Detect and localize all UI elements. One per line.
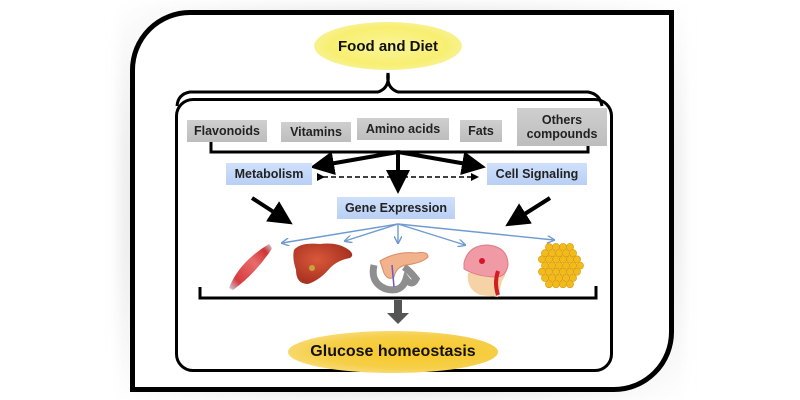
food-and-diet-ellipse: Food and Diet [314, 22, 462, 70]
gene-expression-box: Gene Expression [337, 197, 455, 219]
curly-brace [175, 72, 604, 107]
cell-signaling-box: Cell Signaling [487, 163, 587, 185]
adipose-tissue-icon [538, 243, 584, 289]
glucose-homeostasis-ellipse: Glucose homeostasis [288, 331, 498, 373]
gene-to-organ-arrows [282, 223, 554, 245]
nutrient-vitamins: Vitamins [281, 122, 351, 142]
brain-icon [463, 244, 509, 297]
arrow-metabolism-to-organs [250, 196, 293, 225]
nutrient-flavonoids: Flavonoids [187, 120, 267, 142]
liver-icon [293, 243, 353, 284]
down-arrow-to-glucose [387, 300, 409, 324]
arrow-signaling-to-organs [505, 196, 552, 227]
nutrient-amino-acids: Amino acids [357, 118, 449, 140]
muscle-icon [229, 244, 272, 290]
arrow-to-metabolism [310, 150, 399, 176]
metabolism-box: Metabolism [226, 163, 312, 185]
pancreas-icon [369, 252, 429, 294]
nutrient-fats: Fats [460, 120, 502, 142]
organ-bracket [198, 286, 598, 300]
arrow-to-cell-signaling [397, 150, 486, 176]
nutrient-others-compounds: Others compounds [517, 108, 607, 146]
